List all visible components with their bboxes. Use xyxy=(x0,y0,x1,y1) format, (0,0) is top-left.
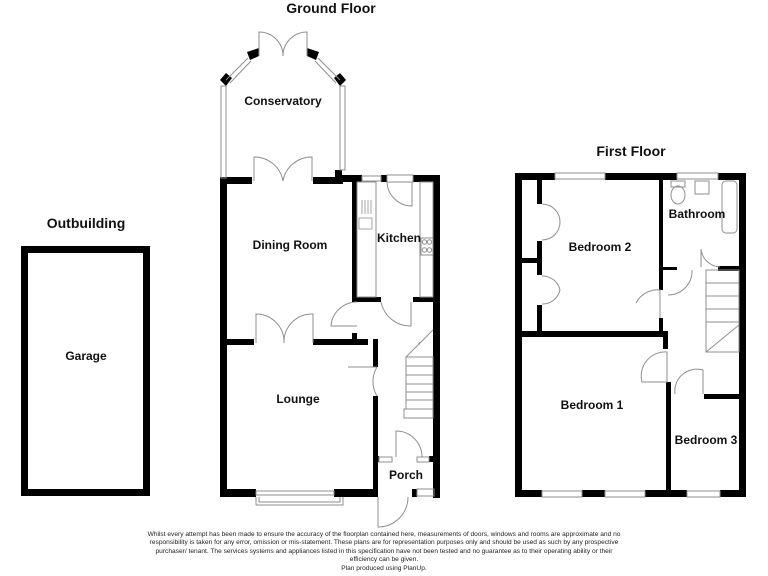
first-floor-fixtures xyxy=(541,172,740,498)
room-label-lounge: Lounge xyxy=(276,392,320,406)
room-label-conservatory: Conservatory xyxy=(244,94,322,108)
disclaimer-line-5: Plan produced using PlanUp. xyxy=(341,564,427,572)
outbuilding-heading: Outbuilding xyxy=(46,215,126,231)
room-label-bedroom-1: Bedroom 1 xyxy=(560,398,624,412)
disclaimer-line-3: purchaser/ tenant. The services systems … xyxy=(155,547,613,555)
ground-floor-walls xyxy=(220,48,440,498)
disclaimer-line-1: Whilst every attempt has been made to en… xyxy=(147,531,621,538)
room-label-garage: Garage xyxy=(65,349,107,363)
room-label-bedroom-3: Bedroom 3 xyxy=(674,433,738,447)
disclaimer-line-4: efficiency can be given. xyxy=(349,556,419,564)
disclaimer-line-2: responsibility is taken for any error, o… xyxy=(149,539,619,547)
room-label-bathroom: Bathroom xyxy=(668,207,726,221)
ground-floor-heading: Ground Floor xyxy=(286,0,376,16)
room-label-dining-room: Dining Room xyxy=(250,238,330,252)
ground-floor-fixtures xyxy=(220,31,435,528)
room-label-kitchen: Kitchen xyxy=(376,231,421,245)
garage-walls xyxy=(21,246,150,496)
room-label-bedroom-2: Bedroom 2 xyxy=(568,240,632,254)
first-floor-walls xyxy=(515,173,746,497)
first-floor-heading: First Floor xyxy=(596,143,666,159)
dining-room-label-text: Dining Room xyxy=(252,238,328,252)
room-label-porch: Porch xyxy=(388,468,423,482)
disclaimer-text: Whilst every attempt has been made to en… xyxy=(100,531,668,573)
